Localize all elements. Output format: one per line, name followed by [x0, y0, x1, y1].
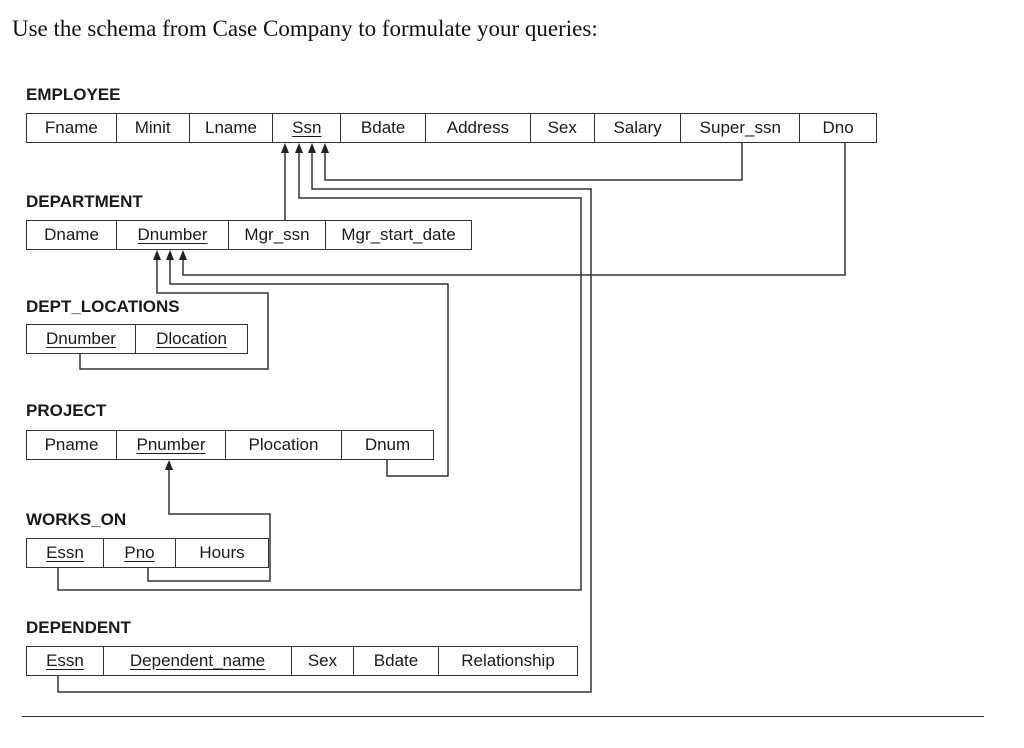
table-name-project: PROJECT	[26, 401, 107, 420]
fk-dnum-to-dnumber	[166, 250, 449, 477]
table-works-on: Essn Pno Hours	[26, 538, 269, 568]
attr-employee-dno: Dno	[799, 114, 876, 142]
attr-department-mgr-ssn: Mgr_ssn	[228, 221, 325, 249]
fk-dependent-essn-to-ssn	[57, 143, 592, 693]
attr-employee-fname: Fname	[44, 118, 98, 137]
attr-employee-bdate: Bdate	[340, 114, 425, 142]
table-dept-locations: Dnumber Dlocation	[26, 324, 248, 354]
attr-project-pnumber: Pnumber	[116, 431, 225, 459]
attr-employee-lname: Lname	[188, 114, 273, 142]
attr-works-on-hours: Hours	[175, 539, 268, 567]
table-employee: Fname Minit Lname Ssn Bdate Address Sex …	[26, 113, 877, 143]
attr-dept-locations-dnumber: Dnumber	[46, 329, 116, 348]
table-name-employee: EMPLOYEE	[26, 85, 121, 104]
table-name-dept-locations: DEPT_LOCATIONS	[26, 297, 180, 316]
attr-works-on-pno: Pno	[103, 539, 175, 567]
attr-project-dnum: Dnum	[341, 431, 433, 459]
attr-employee-minit: Minit	[115, 114, 189, 142]
attr-project-pname: Pname	[44, 435, 99, 454]
fk-works-on-essn-to-ssn	[57, 143, 582, 591]
attr-employee-salary: Salary	[593, 114, 681, 142]
attr-employee-ssn: Ssn	[272, 114, 340, 142]
table-project: Pname Pnumber Plocation Dnum	[26, 430, 434, 460]
attr-department-dname: Dname	[44, 225, 99, 244]
bottom-divider	[22, 716, 984, 717]
table-name-department: DEPARTMENT	[26, 192, 143, 211]
attr-department-mgr-start-date: Mgr_start_date	[325, 221, 471, 249]
table-department: Dname Dnumber Mgr_ssn Mgr_start_date	[26, 220, 472, 250]
fk-dept-locations-dnumber-to-dnumber	[79, 250, 269, 370]
intro-text: Use the schema from Case Company to form…	[12, 16, 598, 41]
fk-dno-to-dnumber	[179, 143, 846, 276]
attr-dependent-bdate: Bdate	[353, 647, 438, 675]
attr-department-dnumber: Dnumber	[116, 221, 228, 249]
attr-employee-super-ssn: Super_ssn	[680, 114, 799, 142]
fk-pno-to-pnumber	[147, 460, 271, 582]
attr-dependent-dependent-name: Dependent_name	[103, 647, 291, 675]
attr-dept-locations-dlocation: Dlocation	[135, 325, 247, 353]
table-name-works-on: WORKS_ON	[26, 510, 127, 529]
fk-super-ssn-to-ssn	[321, 143, 743, 181]
attr-dependent-relationship: Relationship	[438, 647, 577, 675]
attr-employee-sex: Sex	[529, 114, 594, 142]
attr-dependent-essn: Essn	[46, 651, 84, 670]
attr-project-plocation: Plocation	[225, 431, 341, 459]
attr-dependent-sex: Sex	[291, 647, 353, 675]
table-dependent: Essn Dependent_name Sex Bdate Relationsh…	[26, 646, 578, 676]
table-name-dependent: DEPENDENT	[26, 618, 131, 637]
attr-works-on-essn: Essn	[46, 543, 84, 562]
attr-employee-address: Address	[425, 114, 530, 142]
